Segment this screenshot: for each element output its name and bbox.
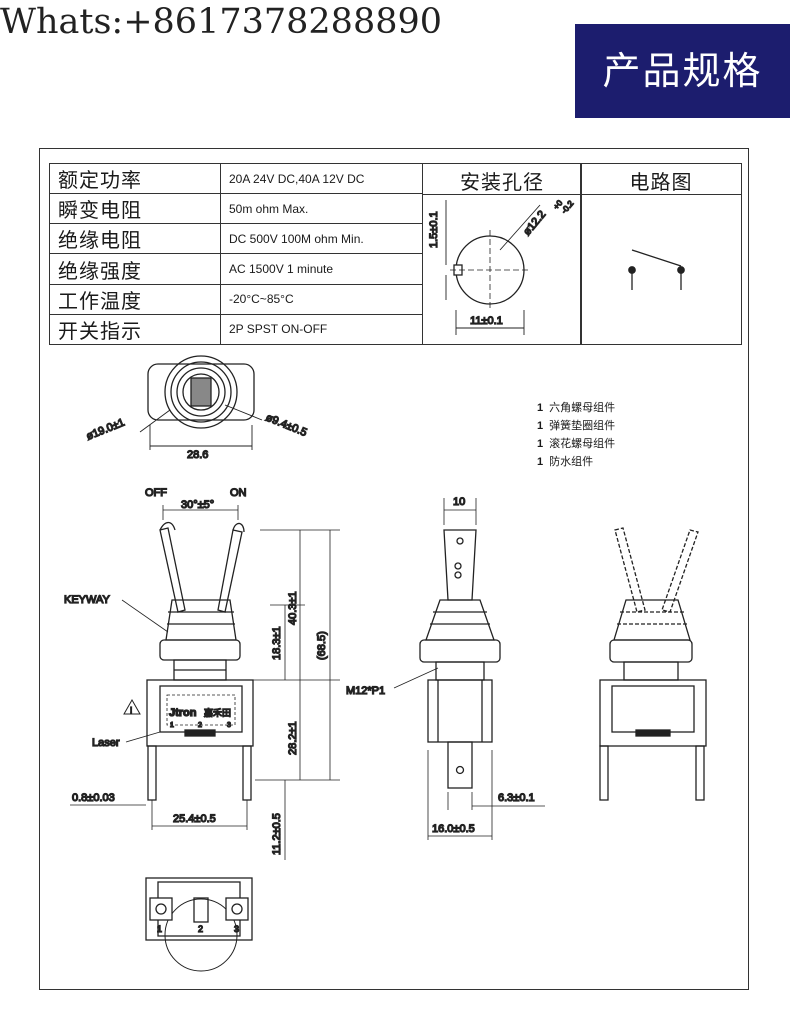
spec-label: 工作温度 xyxy=(49,283,221,315)
pin-label-2: 2 xyxy=(198,722,202,729)
label-keyway: KEYWAY xyxy=(64,594,111,606)
dim-tab-width: 6.3±0.1 xyxy=(498,792,535,804)
label-laser: Laser xyxy=(92,737,120,749)
spec-value: DC 500V 100M ohm Min. xyxy=(220,223,423,255)
mount-hole-title: 安装孔径 xyxy=(460,170,544,194)
circuit-diagram xyxy=(628,249,685,290)
spec-label: 绝缘强度 xyxy=(49,253,221,285)
mount-hole-drawing xyxy=(445,200,541,335)
dim-body-height: 28.2±1 xyxy=(287,721,299,755)
table-row: 工作温度-20°C~85°C xyxy=(49,283,423,315)
spec-value: 20A 24V DC,40A 12V DC xyxy=(220,162,423,195)
mount-hole-title-cell xyxy=(422,163,582,195)
dim-top-width: 28.6 xyxy=(187,449,208,461)
side-view xyxy=(393,498,545,840)
spec-value: 2P SPST ON-OFF xyxy=(220,313,423,346)
dim-hole-diameter: ø12.2 xyxy=(521,209,548,238)
brand-name-cn: 嘉禾田 xyxy=(204,707,231,718)
pin-label-3: 3 xyxy=(227,722,231,729)
spec-value: AC 1500V 1 minute xyxy=(220,253,423,285)
pin-label-1: 1 xyxy=(170,722,174,729)
bottom-pin-1: 1 xyxy=(157,924,162,934)
dim-lever-angle: 30°±5° xyxy=(181,499,214,511)
brand-logo: Jtron xyxy=(169,707,197,719)
dim-hole-width: 11±0.1 xyxy=(470,315,503,327)
dim-lever-width: 10 xyxy=(453,496,465,508)
label-thread: M12*P1 xyxy=(346,685,385,697)
spec-label: 额定功率 xyxy=(49,162,221,195)
drawing-frame xyxy=(39,148,749,990)
bottom-view xyxy=(145,877,253,972)
spec-banner: 产品规格 xyxy=(575,24,790,118)
spec-label: 开关指示 xyxy=(49,313,221,346)
dim-pin-thickness: 0.8±0.03 xyxy=(72,792,115,804)
dim-tol-minus: -0.2 xyxy=(560,199,576,216)
front-view xyxy=(70,505,340,860)
phone-number: Whats:+8617378288890 xyxy=(0,2,443,42)
spec-label: 瞬变电阻 xyxy=(49,193,221,225)
spec-label: 绝缘电阻 xyxy=(49,223,221,255)
dim-body-width: 25.4±0.5 xyxy=(173,813,216,825)
bottom-pin-2: 2 xyxy=(198,924,203,934)
dim-bushing-height: 18.3±1 xyxy=(271,626,283,660)
label-on: ON xyxy=(230,487,247,499)
dim-inner-diameter: ø9.4±0.5 xyxy=(264,412,309,439)
dim-outer-diameter: ø19.0±1 xyxy=(85,417,127,443)
spec-value: 50m ohm Max. xyxy=(220,193,423,225)
dim-pin-length: 11.2±0.5 xyxy=(271,813,283,855)
bottom-pin-3: 3 xyxy=(234,924,239,934)
dim-lever-height: 40.3±1 xyxy=(287,591,299,625)
right-view xyxy=(599,527,707,801)
circuit-title: 电路图 xyxy=(629,170,693,194)
spec-value: -20°C~85°C xyxy=(220,283,423,315)
warning-mark: ! xyxy=(130,706,132,715)
dim-total-height: (68.5) xyxy=(316,631,328,660)
top-view xyxy=(139,355,263,450)
circuit-title-cell xyxy=(580,163,742,195)
label-off: OFF xyxy=(145,487,167,499)
dim-side-width: 16.0±0.5 xyxy=(432,823,475,835)
dim-key-depth: 1.5±0.1 xyxy=(428,211,440,248)
